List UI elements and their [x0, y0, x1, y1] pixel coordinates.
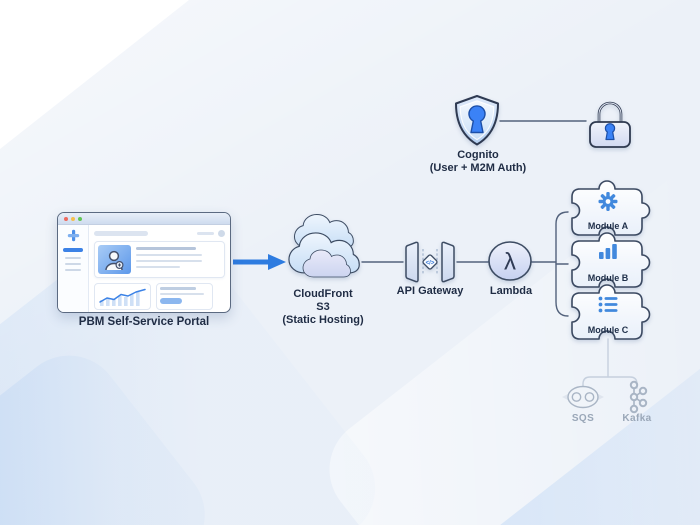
skeleton-line [136, 247, 196, 250]
lambda-icon: λ [488, 241, 532, 281]
gear-icon [598, 192, 618, 211]
sqs-label: SQS [571, 413, 595, 424]
profile-card [94, 241, 225, 278]
skeleton-line [136, 259, 202, 263]
header-skeleton-line [197, 231, 214, 235]
cognito-label: Cognito (User + M2M Auth) [430, 149, 526, 175]
module-b-node: Module B [571, 232, 651, 288]
keyhole-icon [604, 123, 616, 141]
avatar [218, 229, 225, 237]
medical-plus-logo-icon [67, 229, 79, 242]
member-avatar [98, 245, 131, 274]
cognito-name: Cognito [457, 149, 499, 161]
skeleton-line [160, 292, 204, 296]
kafka-label: Kafka [622, 413, 652, 424]
action-pill [160, 298, 182, 304]
window-titlebar [58, 213, 230, 225]
cognito-auth-label: (User + M2M Auth) [429, 162, 527, 174]
cognito-shield-icon [455, 95, 499, 146]
skeleton-line [160, 287, 196, 290]
window-body [58, 225, 230, 312]
lambda-glyph: λ [504, 249, 516, 276]
sidebar-item-skeleton [65, 256, 81, 259]
module-label: Module A [588, 221, 629, 231]
portal-main-area [89, 225, 230, 312]
trend-chart-icon [99, 288, 146, 306]
minimize-window-icon [71, 216, 75, 221]
chart-card [94, 283, 151, 310]
api-gateway-label: API Gateway [396, 285, 464, 297]
person-plus-icon [104, 250, 124, 270]
portal-header-row [94, 229, 225, 237]
api-gateway-icon: </> [405, 241, 455, 283]
skeleton-line [136, 253, 202, 257]
sidebar-active-item [63, 248, 83, 252]
header-skeleton-bar [94, 230, 148, 236]
module-c-node: Module C [571, 284, 651, 340]
lambda-label: Lambda [489, 285, 533, 297]
bar-chart-icon [599, 244, 617, 259]
static-hosting-label: (Static Hosting) [282, 314, 364, 326]
skeleton-line [136, 265, 180, 269]
profile-text-skeleton [136, 245, 202, 274]
module-label: Module C [588, 325, 629, 335]
s3-label: S3 [316, 301, 330, 313]
code-glyph: </> [426, 260, 435, 266]
module-label: Module B [588, 273, 629, 283]
portal-browser-window [57, 212, 231, 313]
portal-label: PBM Self-Service Portal [78, 316, 210, 328]
close-window-icon [64, 216, 68, 221]
padlock-icon [589, 101, 631, 148]
summary-card [156, 283, 213, 310]
module-a-node: Module A [571, 180, 651, 236]
cloudfront-name: CloudFront [293, 288, 353, 300]
sqs-queue-icon [562, 385, 604, 409]
portal-sidebar [58, 225, 89, 312]
kafka-icon [629, 380, 648, 414]
list-icon [598, 296, 618, 313]
dashboard-cards-row [94, 283, 225, 310]
portal-to-cloudfront-arrow [233, 254, 286, 270]
sidebar-item-skeleton [65, 262, 81, 265]
cloudfront-icon [288, 213, 360, 278]
cloudfront-label: CloudFront S3 (Static Hosting) [282, 288, 363, 327]
keyhole-icon [468, 105, 486, 134]
sidebar-item-skeleton [65, 268, 81, 271]
connector-lines [361, 120, 638, 389]
maximize-window-icon [78, 216, 82, 221]
